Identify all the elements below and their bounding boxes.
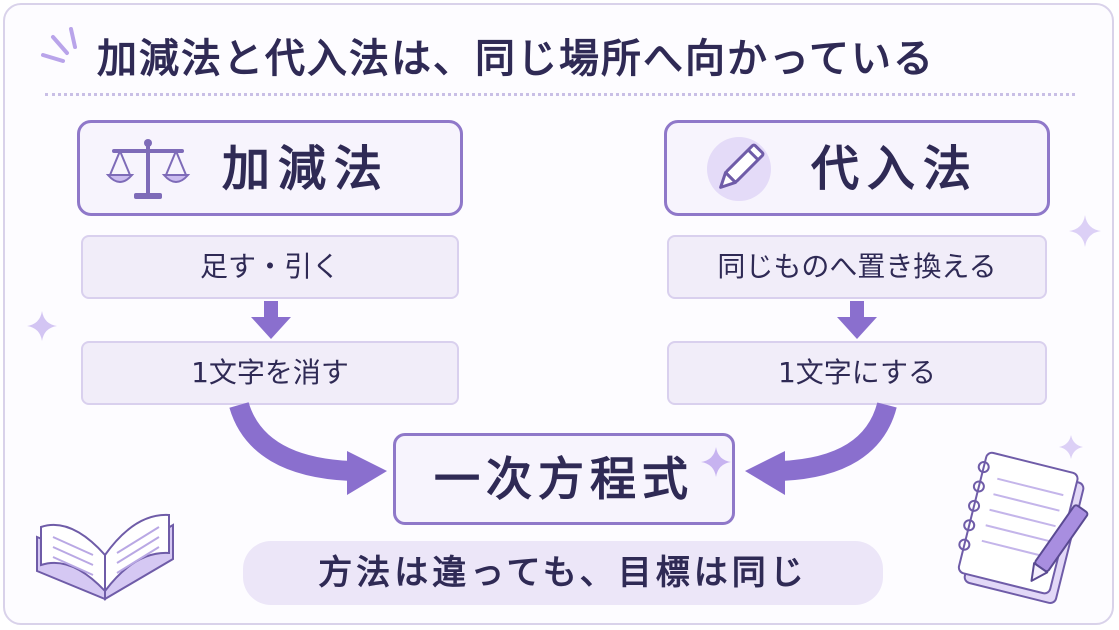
goal-box-linear-equation: 一次方程式 — [393, 433, 735, 525]
sparkle-icon — [1069, 215, 1101, 247]
left-step-1: 足す・引く — [81, 235, 459, 299]
open-book-icon — [36, 513, 174, 601]
notebook-with-pen-icon — [957, 451, 1089, 605]
method-box-substitution: 代入法 — [664, 120, 1050, 216]
diagram-frame: 加減法と代入法は、同じ場所へ向かっている 加減法 足す・引く 1文字を消す — [3, 3, 1114, 625]
right-step-1: 同じものへ置き換える — [667, 235, 1047, 299]
page-title: 加減法と代入法は、同じ場所へ向かっている — [97, 36, 935, 82]
right-step-2: 1文字にする — [667, 341, 1047, 405]
method-label-substitution: 代入法 — [811, 141, 980, 197]
down-arrow-icon — [837, 301, 877, 339]
sparkle-icon — [1059, 435, 1083, 459]
balance-scale-icon — [105, 139, 191, 199]
method-box-addition-subtraction: 加減法 — [77, 120, 463, 216]
pencil-icon — [707, 137, 771, 201]
title-divider — [45, 93, 1075, 96]
left-step-2: 1文字を消す — [81, 341, 459, 405]
sparkle-icon — [701, 447, 731, 477]
connector-arrows — [229, 401, 897, 495]
down-arrow-icon — [251, 301, 291, 339]
sparkle-lines-icon — [41, 27, 77, 63]
method-label-addition-subtraction: 加減法 — [222, 141, 391, 197]
sparkle-icon — [27, 311, 57, 341]
footer-message: 方法は違っても、目標は同じ — [243, 541, 883, 605]
